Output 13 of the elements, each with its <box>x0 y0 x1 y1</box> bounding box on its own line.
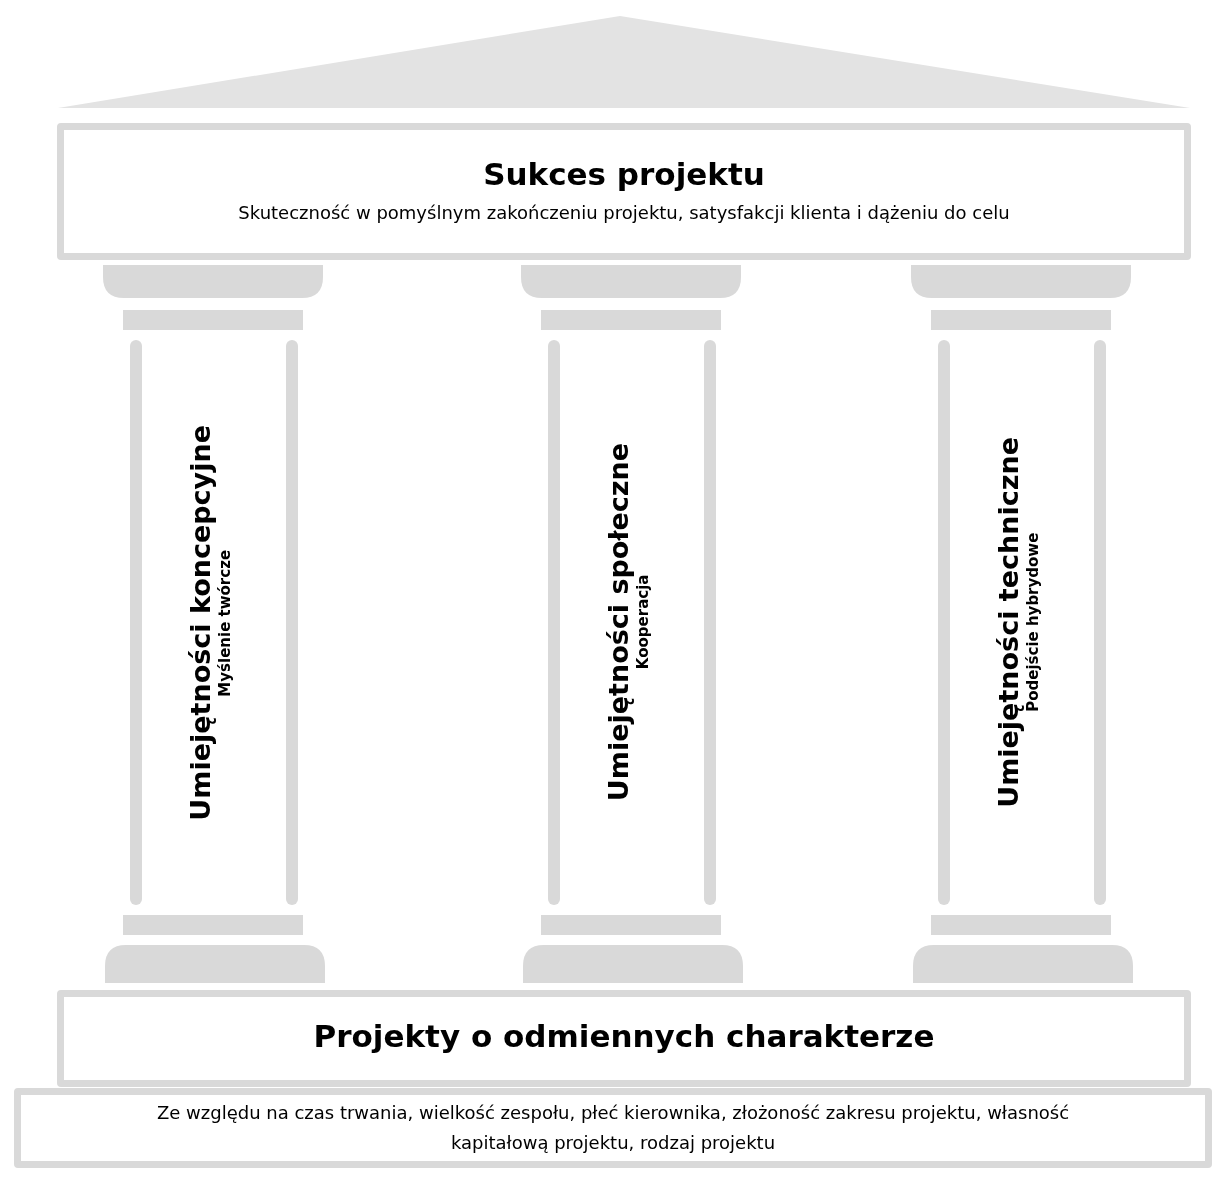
pillar-subtitle: Kooperacja <box>634 575 652 670</box>
description-text: Ze względu na czas trwania, wielkość zespołu, płeć kierownika, złożoność zakresu projektu, własność kapitałową projektu, rodzaj projektu <box>155 1101 1071 1155</box>
pillar-heading: Umiejętności społeczne <box>603 443 634 802</box>
foundation-box <box>57 990 1191 1087</box>
heading-text: Projekty o odmiennych charakterze <box>313 1017 935 1054</box>
goal-box <box>57 123 1191 260</box>
heading-text: Sukces projektu <box>483 155 765 192</box>
pillar-heading: Umiejętności techniczne <box>993 437 1024 808</box>
description-text: Skuteczność w pomyślnym zakończeniu projektu, satysfakcji klienta i dążeniu do celu <box>237 200 1011 225</box>
pillar-heading: Umiejętności koncepcyjne <box>185 424 216 821</box>
pillar-subtitle: Myślenie twórcze <box>216 549 234 696</box>
pillar-subtitle: Podejście hybrydowe <box>1024 532 1042 713</box>
base-box <box>14 1088 1212 1168</box>
